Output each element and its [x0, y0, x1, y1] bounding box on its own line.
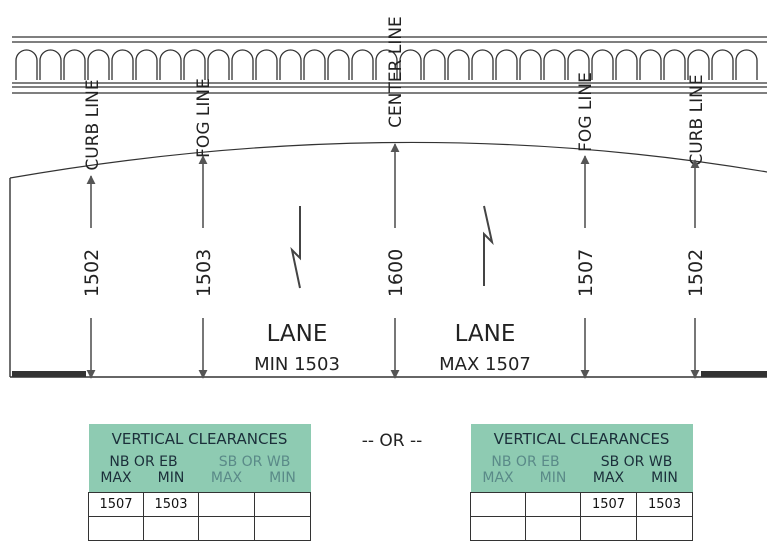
or-separator: -- OR --: [362, 431, 423, 451]
girder-arch: [615, 49, 638, 80]
girder-arch: [711, 49, 734, 80]
girder-arch: [207, 49, 230, 80]
girder-arch: [15, 49, 38, 80]
girder-arch: [327, 49, 350, 80]
center-line-label: CENTER LINE: [386, 16, 406, 128]
col-header-max: MAX: [198, 470, 255, 493]
group-nb-eb: NB OR EB: [470, 454, 581, 470]
measurement-center: 1600: [385, 249, 407, 297]
curb-line-label-left: CURB LINE: [83, 79, 103, 170]
girder-arch: [543, 49, 566, 80]
group-sb-wb: SB OR WB: [198, 454, 311, 470]
col-header-min: MIN: [525, 470, 581, 493]
table-row: [88, 516, 312, 541]
bridge-deck-curve: [9, 141, 767, 179]
girder-arches: [15, 49, 758, 80]
table-title: VERTICAL CLEARANCES: [88, 424, 311, 454]
measurement-fog-right: 1507: [575, 249, 597, 297]
group-sb-wb: SB OR WB: [580, 454, 693, 470]
lane-right-label: LANE: [455, 321, 516, 347]
group-nb-eb: NB OR EB: [88, 454, 199, 470]
girder-arch: [567, 49, 590, 80]
girder-arch: [351, 49, 374, 80]
girder-arch: [687, 49, 710, 80]
table-cell: [525, 516, 581, 541]
measurement-curb-left: 1502: [81, 249, 103, 297]
measurement-curb-right: 1502: [685, 249, 707, 297]
girder-arch: [279, 49, 302, 80]
fog-line-label-left: FOG LINE: [194, 78, 214, 158]
girder-arch: [231, 49, 254, 80]
lane-right-max: MAX 1507: [439, 354, 531, 375]
table-cell: [198, 516, 255, 541]
girder-arch: [423, 49, 446, 80]
lane-left-label: LANE: [267, 321, 328, 347]
fog-line-label-right: FOG LINE: [576, 72, 596, 152]
table-cell: [253, 492, 312, 517]
table-cell: [580, 516, 637, 541]
girder-arch: [639, 49, 662, 80]
table-cell: [143, 516, 199, 541]
col-header-max: MAX: [470, 470, 526, 493]
curb-line-label-right: CURB LINE: [687, 74, 707, 165]
girder-arch: [255, 49, 278, 80]
girder-arch: [447, 49, 470, 80]
table-cell: 1503: [143, 492, 199, 517]
table-cell: [253, 516, 312, 541]
table-row: [470, 516, 694, 541]
girder-arch: [111, 49, 134, 80]
table-cell: [635, 516, 694, 541]
table-cell: [470, 516, 526, 541]
traffic-direction-arrow-down: [290, 206, 301, 289]
lane-left-min: MIN 1503: [254, 354, 340, 375]
col-header-min: MIN: [636, 470, 693, 493]
girder-arch: [495, 49, 518, 80]
table-cell: 1507: [88, 492, 144, 517]
clearance-table-right: VERTICAL CLEARANCES NB OR EB SB OR WB MA…: [470, 424, 694, 541]
girder-arch: [63, 49, 86, 80]
girder-arch: [735, 49, 758, 80]
table-cell: 1507: [580, 492, 637, 517]
clearance-table-left: VERTICAL CLEARANCES NB OR EB SB OR WB MA…: [88, 424, 312, 541]
col-header-max: MAX: [580, 470, 637, 493]
measurement-fog-left: 1503: [193, 249, 215, 297]
table-row: 1507 1503: [88, 492, 312, 517]
girder-arch: [303, 49, 326, 80]
girder-arch: [375, 49, 398, 80]
table-row: 1507 1503: [470, 492, 694, 517]
girder-arch: [159, 49, 182, 80]
girder-arch: [135, 49, 158, 80]
col-header-min: MIN: [254, 470, 311, 493]
girder-arch: [39, 49, 62, 80]
table-cell: [525, 492, 581, 517]
girder-arch: [471, 49, 494, 80]
traffic-direction-arrow-up: [483, 205, 494, 286]
bridge-girder: [12, 36, 767, 94]
girder-arch: [519, 49, 542, 80]
girder-arch: [183, 49, 206, 80]
table-cell: [198, 492, 255, 517]
table-cell: 1503: [635, 492, 694, 517]
col-header-max: MAX: [88, 470, 144, 493]
table-cell: [470, 492, 526, 517]
table-title: VERTICAL CLEARANCES: [470, 424, 693, 454]
girder-arch: [663, 49, 686, 80]
girder-arch: [87, 49, 110, 80]
girder-arch: [591, 49, 614, 80]
col-header-min: MIN: [143, 470, 199, 493]
girder-arch: [399, 49, 422, 80]
table-cell: [88, 516, 144, 541]
